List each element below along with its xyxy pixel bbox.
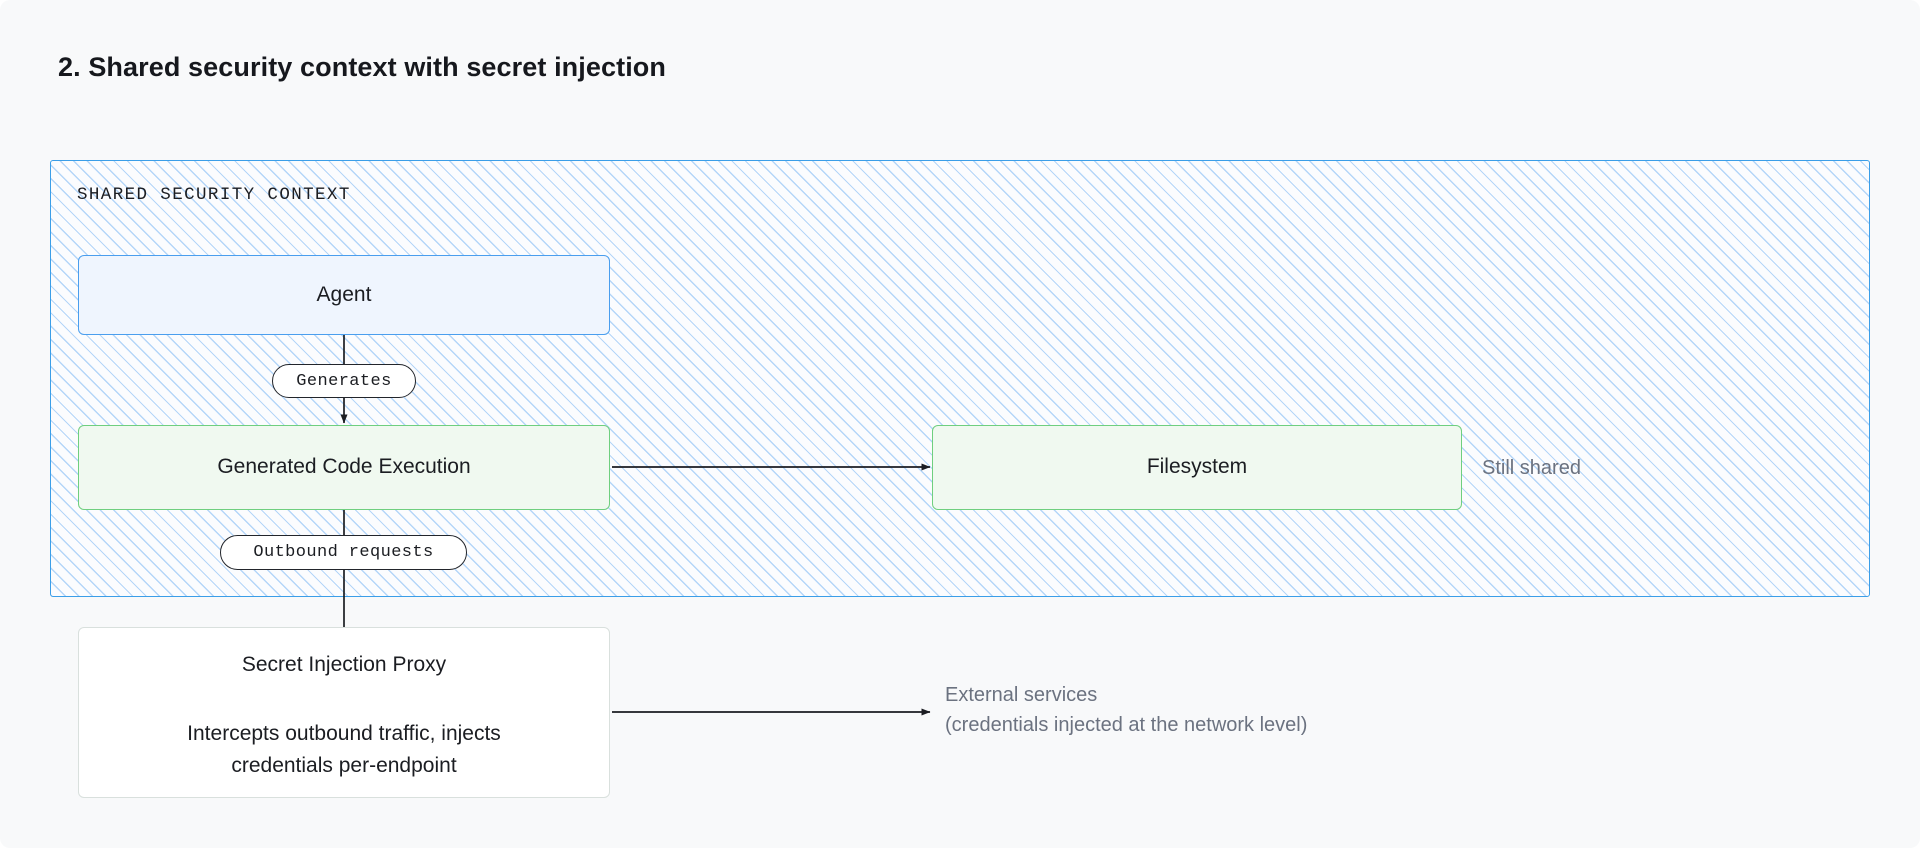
shared-security-context-container: SHARED SECURITY CONTEXT: [50, 160, 1870, 597]
node-generated-code-execution[interactable]: Generated Code Execution: [78, 425, 610, 510]
edge-label-generates-text: Generates: [296, 371, 392, 391]
edge-label-generates: Generates: [272, 364, 416, 398]
page-title: 2. Shared security context with secret i…: [58, 52, 666, 82]
node-secret-injection-proxy-title: Secret Injection Proxy: [241, 653, 447, 676]
node-agent-label: Agent: [316, 282, 372, 306]
annotation-external-services: External services (credentials injected …: [945, 684, 1308, 737]
annotation-still-shared: Still shared: [1482, 457, 1581, 479]
node-agent[interactable]: Agent: [78, 255, 610, 335]
node-secret-injection-proxy[interactable]: Secret Injection Proxy Intercepts outbou…: [78, 627, 610, 798]
node-secret-injection-proxy-description: Intercepts outbound traffic, injects cre…: [187, 722, 501, 777]
edge-label-outbound-requests: Outbound requests: [220, 535, 467, 570]
node-filesystem-label: Filesystem: [1146, 455, 1248, 479]
node-filesystem[interactable]: Filesystem: [932, 425, 1462, 510]
edge-label-outbound-requests-text: Outbound requests: [253, 543, 434, 562]
shared-security-context-label: SHARED SECURITY CONTEXT: [77, 185, 351, 205]
node-generated-code-execution-label: Generated Code Execution: [217, 455, 471, 479]
